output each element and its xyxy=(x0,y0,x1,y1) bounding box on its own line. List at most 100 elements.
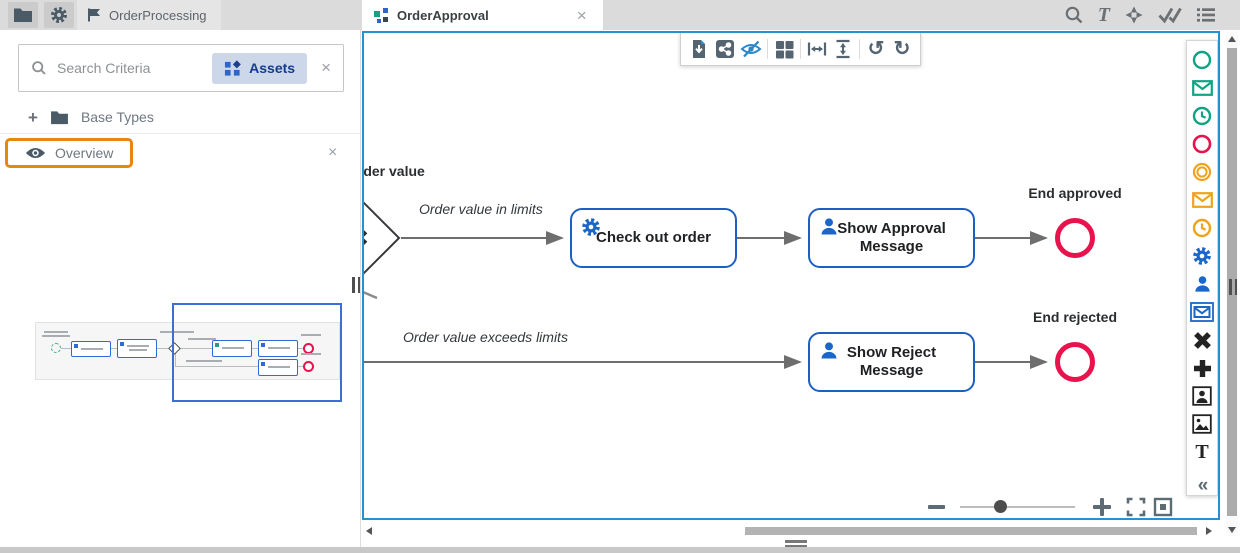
assets-icon xyxy=(225,59,241,76)
divider xyxy=(0,133,360,134)
diagram-canvas[interactable]: ✖ Order value Order value in limits Orde… xyxy=(362,31,1220,520)
fit-icon[interactable] xyxy=(1153,497,1173,517)
expand-icon[interactable]: + xyxy=(28,107,38,127)
mini-end-event xyxy=(303,361,314,372)
bottom-edge-strip xyxy=(0,547,1240,553)
gear-icon xyxy=(51,7,67,23)
project-tab-label: OrderProcessing xyxy=(109,7,207,23)
overview-panel-header[interactable]: Overview xyxy=(5,138,133,168)
vertical-scroll-thumb[interactable] xyxy=(1227,48,1237,516)
task-show-approval-message[interactable]: Show Approval Message xyxy=(808,208,975,268)
divider xyxy=(767,39,768,59)
tab-order-processing[interactable]: OrderProcessing xyxy=(77,0,221,30)
search-criteria-box[interactable]: Search Criteria Assets × xyxy=(18,44,344,92)
task-check-out-order[interactable]: Check out order xyxy=(570,208,737,268)
scroll-left-icon[interactable] xyxy=(366,527,372,535)
folder-button[interactable] xyxy=(8,2,38,28)
model-flag-icon xyxy=(88,8,100,22)
mini-flow-line xyxy=(175,366,306,367)
timer-intermediate-icon[interactable] xyxy=(1187,214,1217,242)
match-width-icon[interactable] xyxy=(804,36,830,62)
end-event-approved[interactable] xyxy=(1055,218,1095,258)
search-icon xyxy=(32,61,46,75)
mini-task xyxy=(258,359,298,376)
undo-icon[interactable]: ↺ xyxy=(867,38,885,60)
scroll-down-icon[interactable] xyxy=(1228,527,1236,533)
zoom-in-icon[interactable] xyxy=(1100,498,1104,516)
symbol-palette: T « xyxy=(1186,40,1218,496)
tab-order-approval[interactable]: OrderApproval × xyxy=(362,0,603,30)
clear-search-icon[interactable]: × xyxy=(321,58,331,77)
bottom-splitter-handle[interactable] xyxy=(785,540,807,547)
gear-icon xyxy=(582,218,600,236)
text-tool-icon[interactable]: T xyxy=(1097,4,1110,26)
task-show-reject-message[interactable]: Show Reject Message xyxy=(808,332,975,392)
scroll-up-icon[interactable] xyxy=(1228,36,1236,42)
text-icon[interactable]: T xyxy=(1195,441,1209,463)
flow-label-in-limits: Order value in limits xyxy=(419,201,543,217)
intermediate-event-icon[interactable] xyxy=(1187,158,1217,186)
end-event-icon[interactable] xyxy=(1187,130,1217,158)
share-icon[interactable] xyxy=(712,36,738,62)
mini-start-event xyxy=(51,343,61,353)
tree-item-base-types[interactable]: + Base Types xyxy=(28,102,154,132)
close-overview-icon[interactable]: × xyxy=(328,144,338,161)
minimap-viewport-rectangle[interactable] xyxy=(172,303,342,402)
export-document-icon[interactable] xyxy=(686,36,712,62)
message-intermediate-icon[interactable] xyxy=(1187,186,1217,214)
left-sidebar: Search Criteria Assets × + Base Types xyxy=(0,30,361,548)
exclusive-gateway-icon[interactable] xyxy=(1187,326,1217,354)
mini-flow-line xyxy=(61,348,306,349)
user-image-icon[interactable] xyxy=(1187,382,1217,410)
diagram-tab-label: OrderApproval xyxy=(397,7,489,23)
image-icon[interactable] xyxy=(1187,410,1217,438)
user-task-icon[interactable] xyxy=(1187,270,1217,298)
horizontal-scroll-thumb[interactable] xyxy=(745,527,1197,535)
task-label: Check out order xyxy=(595,229,712,246)
list-icon[interactable] xyxy=(1196,7,1216,23)
hide-eye-icon[interactable] xyxy=(738,36,764,62)
right-splitter-handle[interactable] xyxy=(1229,279,1240,300)
send-task-icon[interactable] xyxy=(1187,298,1217,326)
canvas-toolbar: ↺ ↻ xyxy=(680,33,921,66)
mini-task xyxy=(71,341,111,357)
message-start-icon[interactable] xyxy=(1187,74,1217,102)
divider xyxy=(800,39,801,59)
assets-button-label: Assets xyxy=(249,60,296,76)
left-splitter-handle[interactable] xyxy=(352,277,363,298)
eye-icon xyxy=(25,147,46,159)
zoom-slider[interactable] xyxy=(960,506,1075,508)
base-types-label: Base Types xyxy=(80,109,154,125)
fullscreen-icon[interactable] xyxy=(1126,497,1146,517)
zoom-slider-knob[interactable] xyxy=(994,500,1007,513)
scroll-right-icon[interactable] xyxy=(1206,527,1212,535)
redo-icon[interactable]: ↻ xyxy=(893,38,911,60)
gateway-label: Order value xyxy=(363,163,425,179)
search-input[interactable]: Search Criteria xyxy=(57,60,151,76)
task-label: Show Approval Message xyxy=(837,220,946,255)
end-rejected-label: End rejected xyxy=(1032,309,1118,325)
assets-filter-button[interactable]: Assets xyxy=(212,52,308,84)
top-right-toolbar: T xyxy=(1064,0,1216,30)
end-event-rejected[interactable] xyxy=(1055,342,1095,382)
grid-icon[interactable] xyxy=(771,36,797,62)
diagram-tab-icon xyxy=(374,8,388,23)
search-icon[interactable] xyxy=(1064,5,1084,25)
match-height-icon[interactable] xyxy=(830,36,856,62)
folder-icon xyxy=(14,8,32,22)
connector-tool-icon[interactable] xyxy=(1124,5,1144,25)
divider xyxy=(859,39,860,59)
parallel-gateway-icon[interactable] xyxy=(1187,354,1217,382)
sequence-flows xyxy=(364,231,1048,369)
settings-button[interactable] xyxy=(44,2,74,28)
close-tab-icon[interactable]: × xyxy=(576,5,587,25)
overview-minimap[interactable] xyxy=(35,322,340,380)
zoom-out-icon[interactable] xyxy=(928,505,945,509)
service-task-icon[interactable] xyxy=(1187,242,1217,270)
timer-start-icon[interactable] xyxy=(1187,102,1217,130)
collapse-icon[interactable]: « xyxy=(1197,475,1208,496)
validate-icon[interactable] xyxy=(1158,6,1182,24)
mini-task xyxy=(212,340,252,357)
start-event-icon[interactable] xyxy=(1187,46,1217,74)
